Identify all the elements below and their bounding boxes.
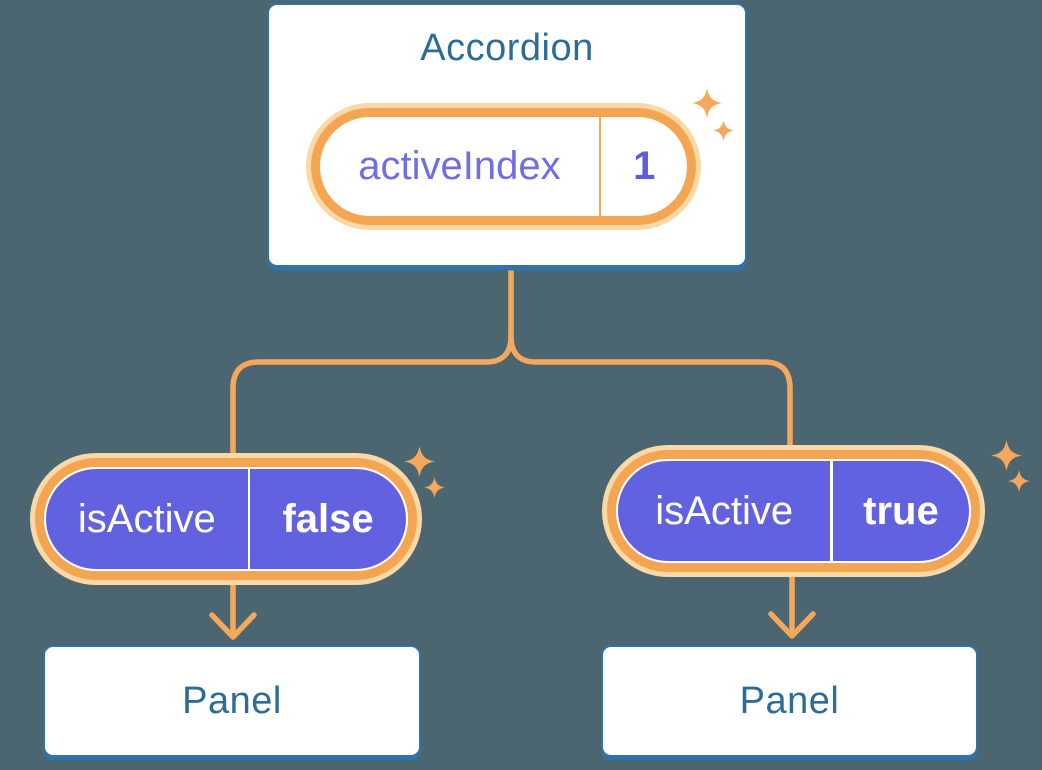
panel-card-right: Panel <box>601 645 978 757</box>
prop-pill-value: false <box>282 496 374 541</box>
prop-pill-isactive-false: isActive false <box>35 458 417 580</box>
sparkle-icon <box>692 88 722 118</box>
state-pill-value: 1 <box>633 144 656 188</box>
prop-pill-label: isActive <box>655 488 794 533</box>
sparkle-icon <box>424 477 445 498</box>
sparkle-icon <box>404 446 435 477</box>
prop-pill-divider <box>247 469 251 569</box>
sparkle-icon <box>991 440 1022 471</box>
panel-card-left: Panel <box>43 645 421 757</box>
state-pill-label: activeIndex <box>358 144 561 188</box>
right-arrow <box>768 572 816 639</box>
state-pill-activeindex: activeIndex 1 <box>311 108 696 225</box>
prop-pill-label: isActive <box>77 496 216 541</box>
left-branch-line <box>230 333 514 461</box>
sparkle-icon <box>713 120 734 141</box>
sparkle-icon <box>1008 470 1030 492</box>
state-pill-divider <box>598 117 602 216</box>
panel-title: Panel <box>182 679 282 722</box>
accordion-card-title: Accordion <box>420 27 594 69</box>
panel-title: Panel <box>739 679 840 722</box>
prop-pill-inner: isActive false <box>44 467 408 571</box>
right-branch-line <box>508 333 793 453</box>
prop-pill-inner: isActive true <box>616 459 971 563</box>
prop-pill-value: true <box>863 488 939 533</box>
prop-pill-isactive-true: isActive true <box>607 450 980 572</box>
left-arrow <box>209 580 257 640</box>
prop-pill-divider <box>830 461 833 561</box>
